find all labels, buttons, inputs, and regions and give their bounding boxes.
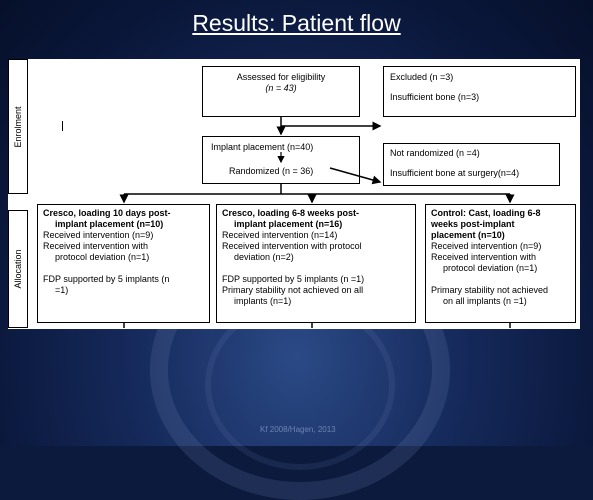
not-randomized-count: Not randomized (n =4) <box>390 148 480 158</box>
arm-3-heading-2: weeks post-implant <box>431 219 515 229</box>
flow-connectors <box>119 117 515 328</box>
arm-3-stability-1: Primary stability not achieved <box>431 285 549 295</box>
assessed-box: Assessed for eligibility (n = 43) <box>202 66 360 117</box>
not-randomized-box: Not randomized (n =4) Insufficient bone … <box>383 143 560 186</box>
arm-2-deviation-2: deviation (n=2) <box>234 252 294 262</box>
assessed-count: (n = 43) <box>265 83 297 93</box>
arm-1-received: Received intervention (n=9) <box>43 230 154 240</box>
arm-3-received: Received intervention (n=9) <box>431 241 542 251</box>
arm-2-deviation-1: Received intervention with protocol <box>222 241 362 251</box>
arm-2-heading: Cresco, loading 6-8 weeks post- <box>222 208 360 218</box>
arm-3-stability-2: on all implants (n =1) <box>443 296 527 306</box>
arm-1-fdp-1: FDP supported by 5 implants (n <box>43 274 170 284</box>
implant-placement-count: Implant placement (n=40) <box>211 142 314 152</box>
excluded-box: Excluded (n =3) Insufficient bone (n=3) <box>383 66 576 117</box>
excluded-count: Excluded (n =3) <box>390 72 454 82</box>
randomized-count: Randomized (n = 36) <box>229 166 314 176</box>
excluded-reason: Insufficient bone (n=3) <box>390 92 480 102</box>
arm-1-fdp-2: =1) <box>55 285 69 295</box>
arm-2-heading-2: implant placement (n=16) <box>234 219 343 229</box>
arm-cresco-10-days-box: Cresco, loading 10 days post- implant pl… <box>37 204 210 323</box>
enrolment-label-box: Enrolment <box>8 59 28 194</box>
arm-3-deviation-2: protocol deviation (n=1) <box>443 263 538 273</box>
arm-3-heading: Control: Cast, loading 6-8 <box>431 208 541 218</box>
assessed-label: Assessed for eligibility <box>236 72 326 82</box>
arm-1-heading-2: implant placement (n=10) <box>55 219 164 229</box>
arrow-to-not-randomized <box>329 167 382 185</box>
slide-title: Results: Patient flow <box>192 10 401 36</box>
arm-1-deviation-1: Received intervention with <box>43 241 149 251</box>
arm-2-received: Received intervention (n=14) <box>222 230 338 240</box>
arm-2-fdp: FDP supported by 5 implants (n =1) <box>222 274 365 284</box>
arm-1-deviation-2: protocol deviation (n=1) <box>55 252 150 262</box>
arm-control-cast-box: Control: Cast, loading 6-8 weeks post-im… <box>425 204 576 323</box>
text-cursor-mark <box>62 121 63 131</box>
allocation-label-box: Allocation <box>8 210 28 328</box>
arm-3-heading-3: placement (n=10) <box>431 230 505 240</box>
slide-footer: Kf 2008/Hagen, 2013 <box>260 425 336 434</box>
arm-2-stability-1: Primary stability not achieved on all <box>222 285 364 295</box>
arm-2-stability-2: implants (n=1) <box>234 296 292 306</box>
arm-1-heading: Cresco, loading 10 days post- <box>43 208 171 218</box>
arm-cresco-6-8-weeks-box: Cresco, loading 6-8 weeks post- implant … <box>216 204 416 323</box>
arm-3-deviation-1: Received intervention with <box>431 252 537 262</box>
not-randomized-reason: Insufficient bone at surgery(n=4) <box>390 168 520 178</box>
